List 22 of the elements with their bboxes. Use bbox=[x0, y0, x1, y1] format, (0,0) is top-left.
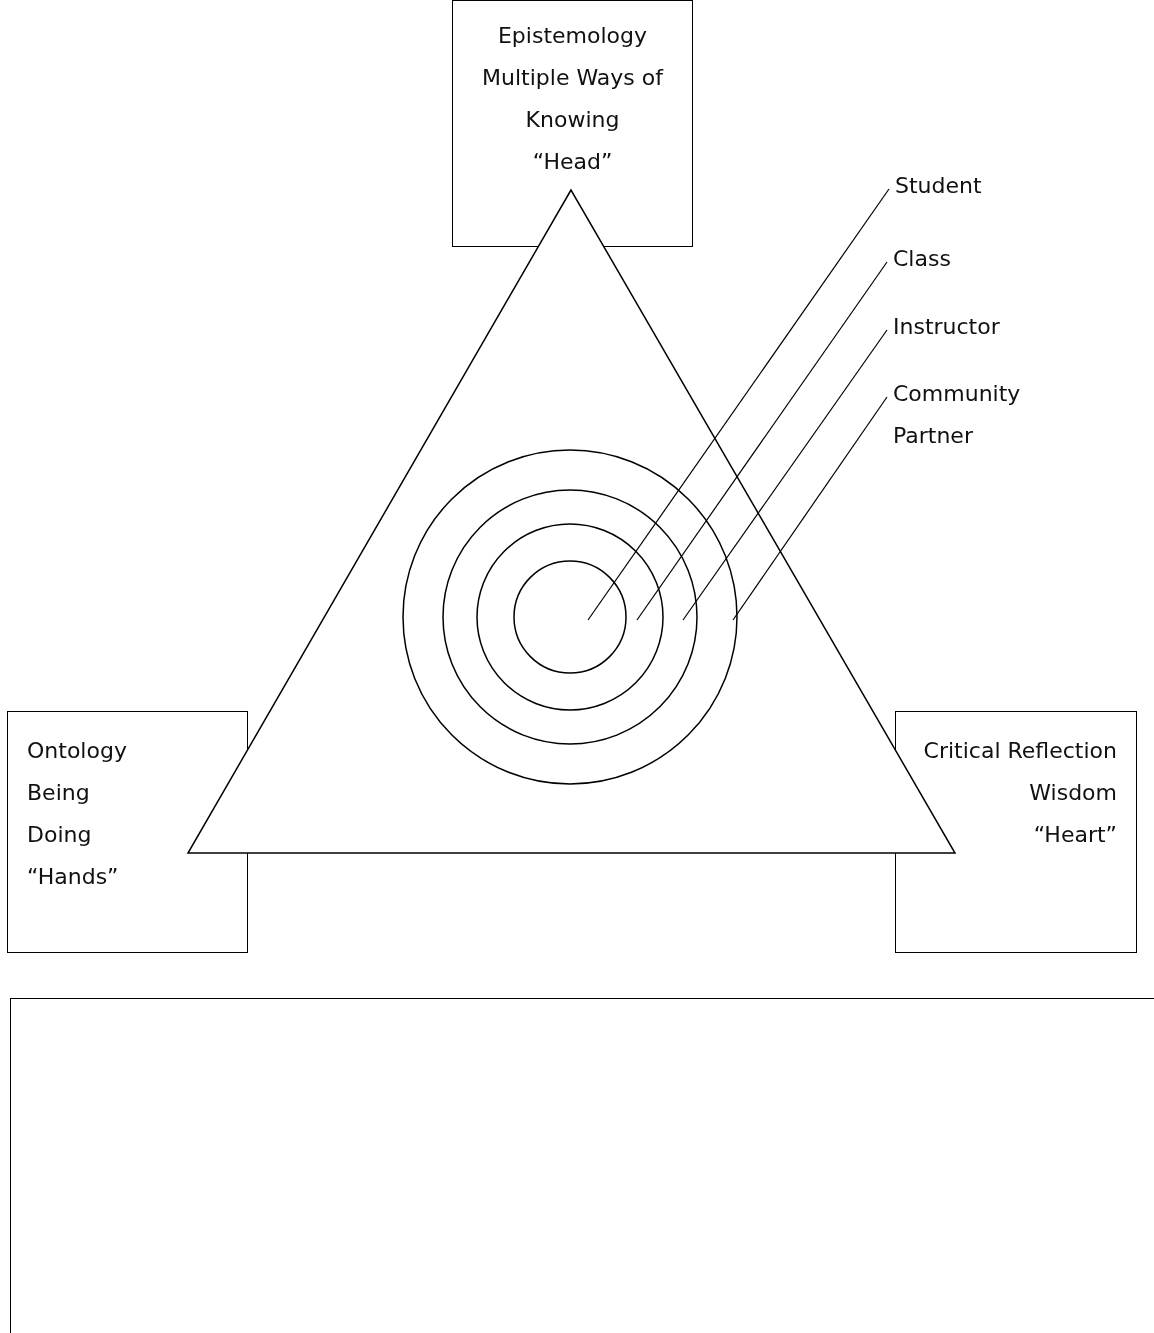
box-text: Ontology bbox=[27, 737, 128, 765]
ring-label: Student bbox=[895, 172, 983, 200]
box-text: Critical Reflection bbox=[922, 737, 1117, 765]
box-text: Wisdom bbox=[1028, 779, 1117, 807]
box-text: “Head” bbox=[531, 148, 614, 176]
concept-box bbox=[452, 0, 693, 247]
empty-box bbox=[10, 998, 1154, 1333]
concept-box bbox=[7, 711, 248, 953]
ring-label: Instructor bbox=[893, 313, 1001, 341]
ring-label: Community Partner bbox=[893, 380, 1022, 450]
leader-line bbox=[636, 261, 888, 621]
box-text: Epistemology bbox=[496, 22, 649, 50]
leader-line bbox=[732, 396, 888, 621]
leader-line bbox=[682, 329, 888, 621]
box-text: “Hands” bbox=[27, 863, 120, 891]
box-text: Doing bbox=[27, 821, 93, 849]
box-text: Multiple Ways of Knowing bbox=[481, 64, 665, 134]
leader-line bbox=[587, 188, 890, 621]
box-text: “Heart” bbox=[1032, 821, 1117, 849]
box-text: Being bbox=[27, 779, 91, 807]
concept-box bbox=[895, 711, 1137, 953]
ring-label: Class bbox=[893, 245, 952, 273]
